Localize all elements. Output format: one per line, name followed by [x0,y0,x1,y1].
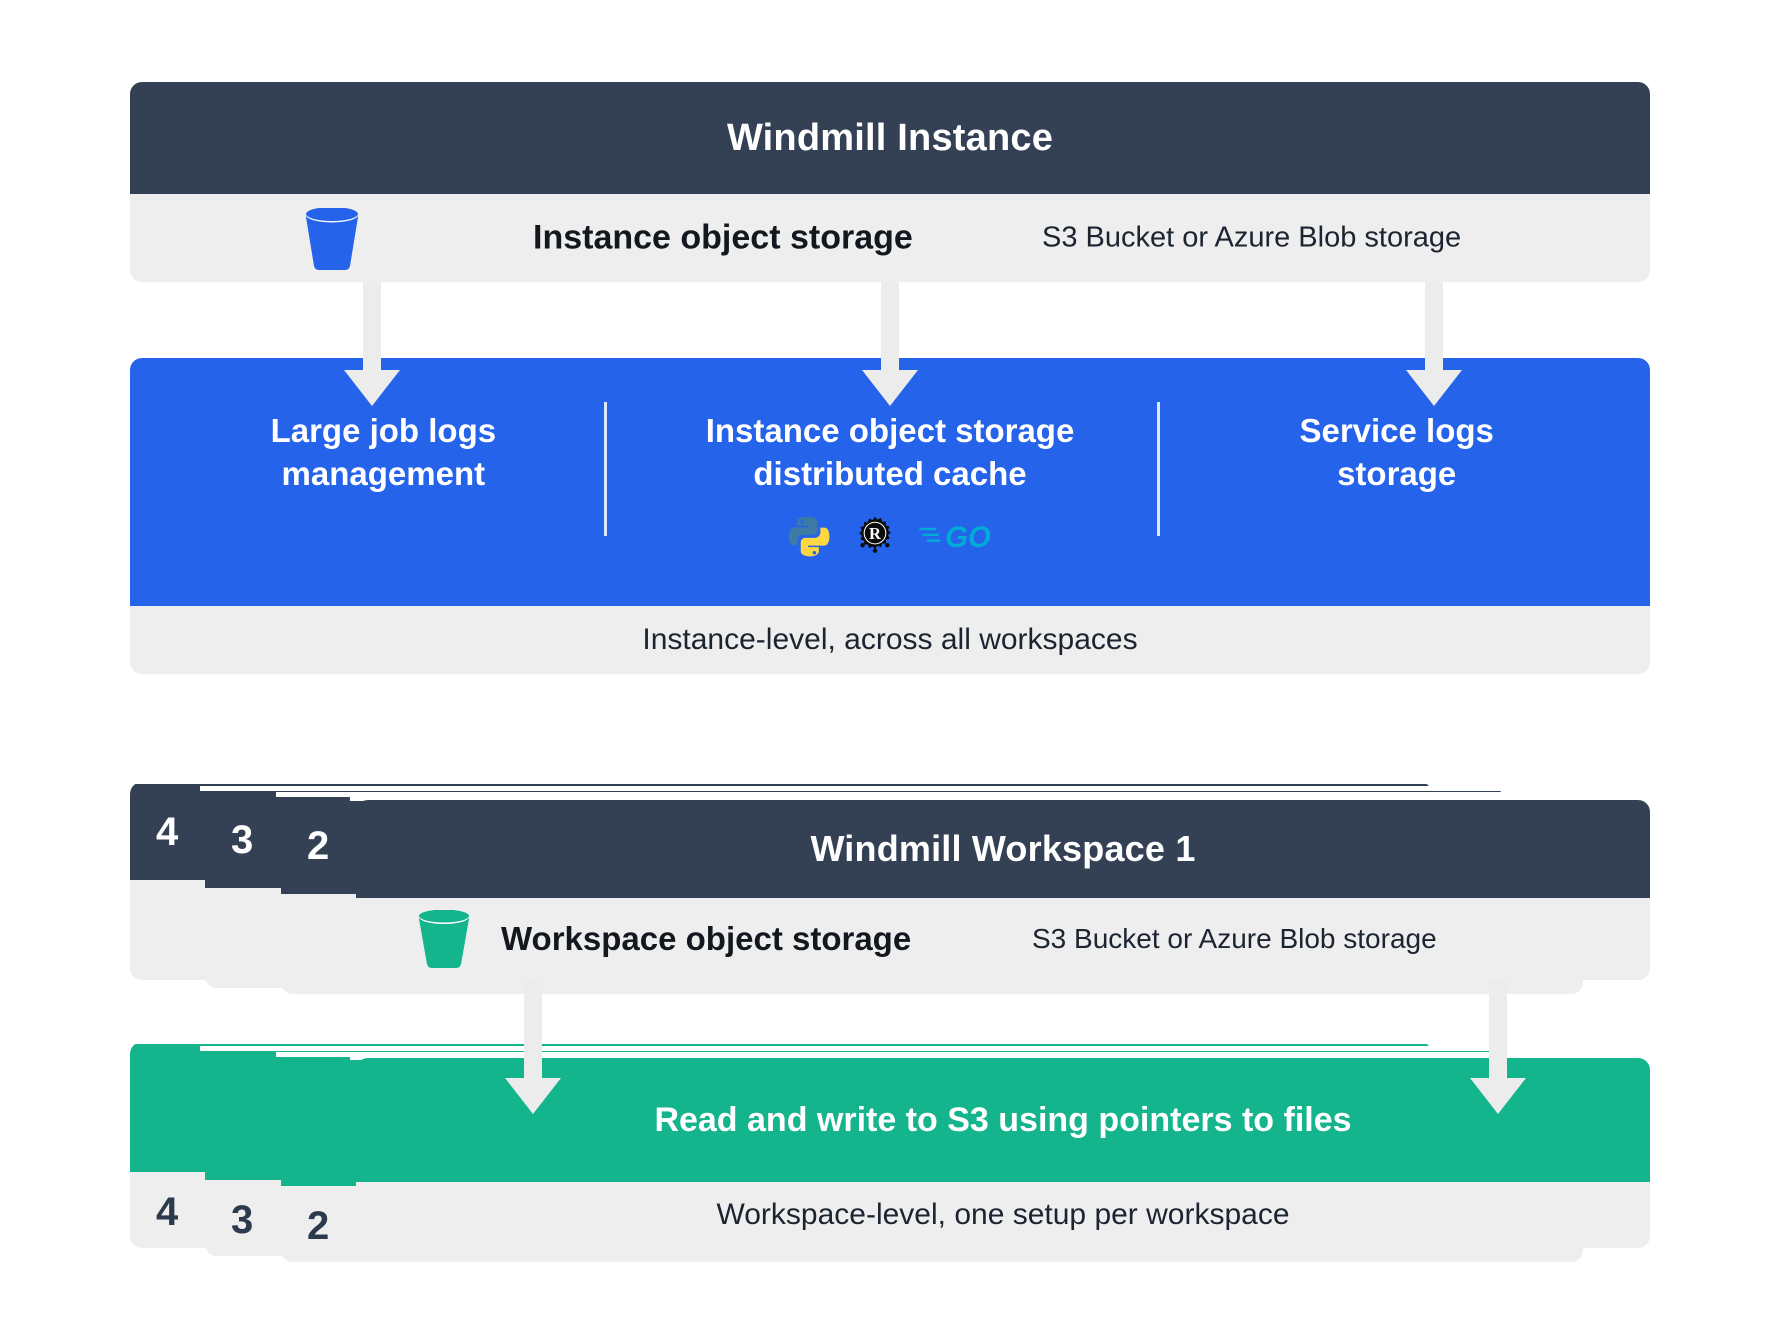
workspace-title: Windmill Workspace 1 [810,828,1196,869]
svg-text:GO: GO [945,522,991,554]
instance-column-service-logs: Service logs storage [1143,358,1650,606]
workspace-storage-label: Workspace object storage [501,920,912,957]
bucket-green-icon [419,910,469,968]
instance-header: Windmill Instance [130,82,1650,194]
stack-sheet-divider [200,786,1512,791]
stack-sheet-divider [350,795,1656,801]
stack-sheet-divider [130,1040,1432,1044]
workspace-stack-number: 4 [156,810,179,854]
rust-icon: R [859,516,891,553]
stack-sheet-divider [200,1046,1512,1051]
workspace-stack-number: 2 [307,824,330,868]
instance-storage-label: Instance object storage [533,218,913,257]
instance-title: Windmill Instance [726,116,1054,159]
workspace-header: Windmill Workspace 1 [356,800,1650,898]
column-divider [604,402,607,536]
instance-footer-band: Instance-level, across all workspaces [130,606,1650,674]
bucket-blue-icon [306,208,358,270]
stack-sheet-divider [276,792,1588,797]
instance-storage-band: Instance object storage S3 Bucket or Azu… [130,194,1650,282]
connector-arrow-service-logs [1406,282,1462,406]
connector-arrow-distributed-cache [862,282,918,406]
stack-sheet-divider [130,780,1432,784]
workspace-footer-text: Workspace-level, one setup per workspace [716,1198,1290,1231]
workspace-action-stack-number: 3 [231,1198,254,1242]
workspace-action-panel: Read and write to S3 using pointers to f… [356,1058,1650,1182]
workspace-action-stack-number: 2 [307,1204,330,1248]
workspace-footer-band: Workspace-level, one setup per workspace [356,1182,1650,1248]
stack-sheet-divider [350,1054,1656,1060]
instance-column-large-job-logs: Large job logs management [130,358,637,606]
column-title: Large job logs management [270,412,497,492]
column-divider [1157,402,1160,536]
connector-arrow-workspace-read-write-right [1470,980,1526,1115]
column-title: Service logs storage [1299,412,1494,492]
connector-arrow-large-job-logs [344,282,400,406]
connector-arrow-workspace-read-write-left [505,980,561,1115]
python-icon [788,516,830,557]
workspace-action-text: Read and write to S3 using pointers to f… [654,1100,1352,1139]
instance-footer-text: Instance-level, across all workspaces [642,623,1138,656]
go-icon: GO [919,522,991,554]
workspace-stack-number: 3 [231,818,254,862]
workspace-action-stack-number: 4 [156,1190,179,1234]
instance-column-distributed-cache: Instance object storage distributed cach… [637,358,1144,606]
workspace-storage-band: Workspace object storage S3 Bucket or Az… [356,898,1650,980]
language-icons: R GO [785,514,995,560]
workspace-storage-sublabel: S3 Bucket or Azure Blob storage [1032,923,1437,954]
svg-text:R: R [869,524,882,543]
column-title: Instance object storage distributed cach… [705,412,1075,492]
instance-storage-sublabel: S3 Bucket or Azure Blob storage [1042,221,1462,254]
